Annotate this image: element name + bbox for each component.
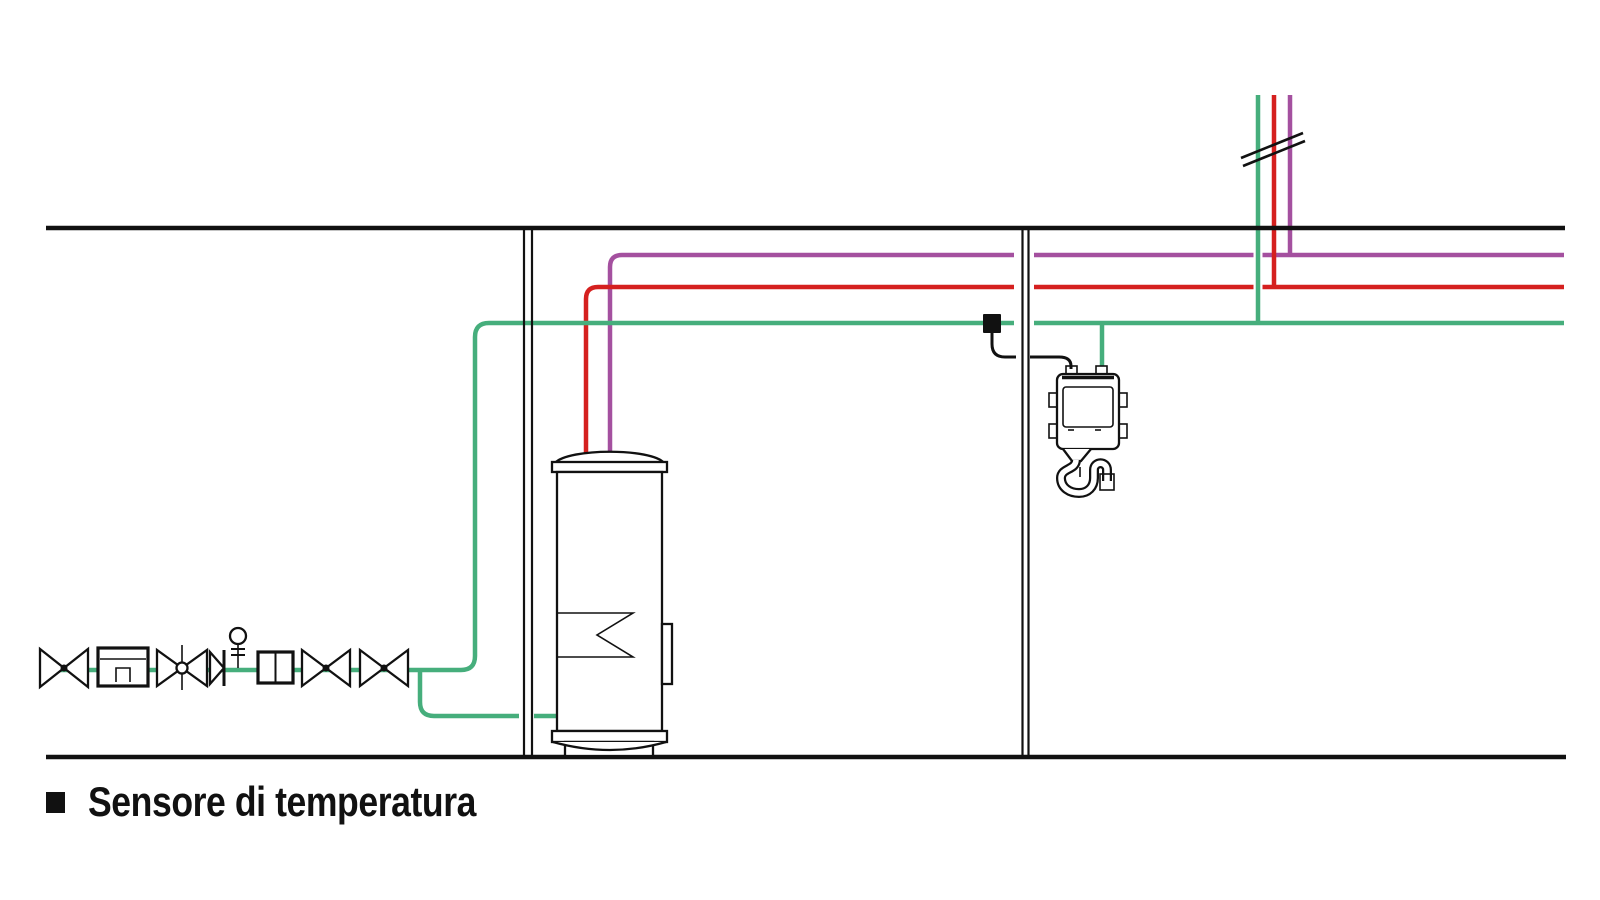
heating-element-symbol xyxy=(557,612,636,658)
temperature-sensor xyxy=(983,314,1001,333)
wall-branch-gap xyxy=(519,708,534,723)
wall-pipe-gap xyxy=(1014,247,1034,331)
check-valve xyxy=(208,648,226,688)
cold-water-tank-branch xyxy=(417,670,558,719)
shutoff-valve-3 xyxy=(358,647,410,689)
tank-bottom-dish xyxy=(552,740,667,752)
shutoff-valve-2 xyxy=(300,647,352,689)
valve-with-drain xyxy=(155,645,209,690)
valve-train xyxy=(38,626,410,690)
pressure-gauge xyxy=(228,626,248,668)
wall-right xyxy=(1021,230,1030,757)
unit-housing xyxy=(1055,372,1121,451)
valve-stem-dot xyxy=(380,664,388,672)
cold-water-pipe xyxy=(42,95,1564,719)
tank-side-flange xyxy=(660,622,674,686)
storage-water-heater xyxy=(550,450,674,758)
tank-bottom-band xyxy=(550,729,669,744)
valve-stem-dot xyxy=(60,664,68,672)
legend-label: Sensore di temperatura xyxy=(88,778,477,825)
tank-top-band xyxy=(550,460,669,474)
treatment-unit xyxy=(1048,365,1128,499)
cold-water-main xyxy=(42,320,1564,673)
wall-left xyxy=(522,230,534,757)
recirculation-main xyxy=(607,252,1564,452)
shutoff-valve-1 xyxy=(38,646,90,690)
legend: Sensore di temperatura xyxy=(46,778,477,825)
trap-outlet xyxy=(1099,473,1115,491)
siphon-trap xyxy=(1055,458,1115,499)
valve-stem-dot xyxy=(322,664,330,672)
water-meter xyxy=(96,646,150,688)
legend-square-icon xyxy=(46,792,65,813)
tank-body xyxy=(555,470,664,733)
drain-funnel xyxy=(1062,448,1092,463)
hot-water-pipe xyxy=(583,95,1564,455)
hot-water-main xyxy=(583,284,1564,455)
unit-display xyxy=(1062,386,1114,428)
pipe-break-icon xyxy=(1240,131,1306,168)
filter xyxy=(256,650,295,685)
sensor-cable xyxy=(990,330,1073,369)
